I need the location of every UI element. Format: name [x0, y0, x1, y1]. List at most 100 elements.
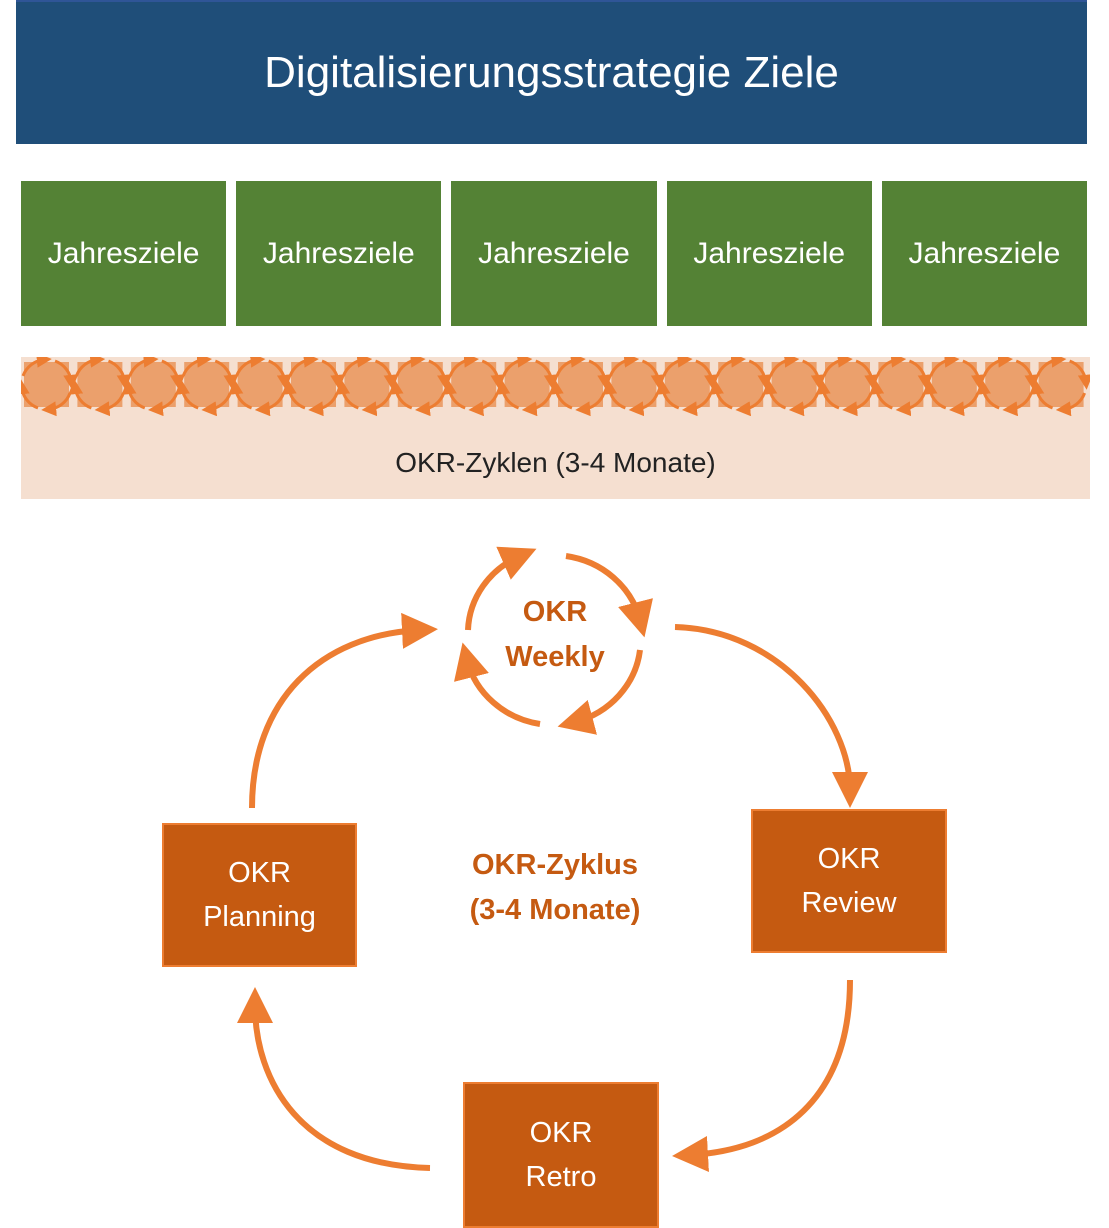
cycle-arrow: [655, 379, 680, 410]
cycle-arrow: [128, 357, 159, 377]
cycle-arrow: [922, 379, 947, 410]
cycle-arrow: [869, 379, 893, 410]
cycle-arrow: [575, 392, 606, 417]
cycle-arrow: [715, 357, 746, 377]
cycle-arrow: [361, 392, 392, 417]
cycle-arrow: [228, 379, 253, 410]
cycle-arrow: [201, 392, 232, 417]
cycle-square: [397, 362, 443, 407]
cycle-arrow: [254, 392, 286, 417]
strategy-banner: Digitalisierungsstrategie Ziele: [16, 0, 1087, 144]
cycle-square: [771, 362, 817, 407]
cycle-arrow: [895, 392, 926, 417]
annual-goal-5: Jahresziele: [881, 181, 1088, 326]
cycle-square: [237, 362, 283, 407]
cycle-arrow: [502, 357, 533, 377]
cycle-square: [825, 362, 870, 407]
cycle-arrow: [521, 392, 553, 417]
strategy-title: Digitalisierungsstrategie Ziele: [264, 48, 839, 97]
cycle-arrow: [555, 357, 586, 377]
review-line2: Review: [801, 887, 897, 919]
cycle-arrow: [74, 357, 106, 377]
planning-line1: OKR: [228, 857, 291, 889]
okr-cycles-band: OKR-Zyklen (3-4 Monate): [21, 357, 1090, 499]
cycle-square: [985, 362, 1031, 407]
cycle-square: [931, 362, 977, 407]
cycle-arrow: [548, 379, 573, 410]
weekly-line1: OKR: [522, 596, 588, 628]
cycle-loop-icon: [548, 357, 613, 417]
center-line1: OKR-Zyklus: [472, 849, 638, 881]
weekly-loop-icon: [454, 546, 653, 735]
cycle-arrow: [1036, 357, 1067, 377]
cycle-square: [77, 362, 123, 407]
cycle-square: [718, 362, 764, 407]
cycle-arrow: [735, 392, 766, 417]
cycle-arrow: [875, 357, 907, 377]
cycle-square: [130, 362, 176, 407]
annual-goals-row: Jahresziele Jahresziele Jahresziele Jahr…: [21, 181, 1088, 326]
cycle-square: [611, 362, 657, 407]
cycle-arrow: [335, 379, 359, 410]
arrow-review-to-retro: [672, 979, 853, 1172]
cycle-loop-icon: [21, 357, 79, 417]
cycle-square: [504, 362, 550, 407]
arrow-weekly-to-review: [674, 624, 868, 808]
annual-goal-2: Jahresziele: [236, 181, 442, 326]
cycle-arrow: [822, 357, 853, 377]
retro-line2: Retro: [525, 1161, 597, 1193]
okr-cycle-center-label: OKR-Zyklus (3-4 Monate): [420, 843, 690, 933]
cycle-arrow: [288, 357, 319, 377]
arrow-retro-to-planning: [237, 987, 431, 1171]
cycle-arrow: [21, 379, 39, 410]
cycle-arrow: [975, 379, 1000, 410]
cycle-loop-icon: [1029, 357, 1090, 417]
cycle-arrow: [708, 379, 733, 410]
cycle-arrow: [788, 392, 820, 417]
review-line1: OKR: [817, 843, 881, 875]
cycle-arrow: [1055, 392, 1086, 417]
cycle-arrow: [602, 379, 626, 410]
cycle-arrow: [235, 357, 266, 377]
cycle-arrow: [815, 379, 840, 410]
cycle-square: [291, 362, 336, 407]
cycle-arrow: [308, 392, 339, 417]
cycle-arrow: [949, 392, 980, 417]
cycle-arrow: [762, 379, 787, 410]
cycle-arrow: [21, 357, 52, 377]
cycle-loops: [21, 357, 1090, 417]
annual-goal-4: Jahresziele: [666, 181, 872, 326]
cycle-arrow: [929, 357, 960, 377]
arrow-planning-to-weekly: [249, 612, 438, 809]
weekly-line2: Weekly: [505, 641, 605, 673]
cycle-arrow: [682, 392, 713, 417]
cycle-arrow: [341, 357, 373, 377]
cycle-square: [451, 362, 497, 407]
cycle-square: [344, 362, 390, 407]
okr-retro-box: OKR Retro: [463, 1082, 659, 1228]
cycle-arrow: [148, 392, 179, 417]
retro-line1: OKR: [529, 1117, 593, 1149]
cycle-arrow: [628, 392, 659, 417]
cycle-arrow: [608, 357, 640, 377]
cycle-arrow: [448, 357, 479, 377]
cycle-square: [878, 362, 924, 407]
cycle-arrow: [1002, 392, 1033, 417]
annual-goal-3: Jahresziele: [451, 181, 657, 326]
cycle-arrow: [395, 357, 426, 377]
cycle-arrow: [495, 379, 520, 410]
cycle-arrow: [1069, 359, 1090, 390]
cycle-square: [184, 362, 230, 407]
cycle-arrow: [68, 379, 92, 410]
cycle-arrow: [662, 357, 693, 377]
okr-cycles-label: OKR-Zyklen (3-4 Monate): [395, 447, 716, 478]
cycle-loop-icon: [815, 357, 880, 417]
cycle-arrow: [415, 392, 446, 417]
cycle-arrow: [281, 379, 306, 410]
cycle-loop-icon: [708, 357, 773, 417]
cycle-arrow: [121, 379, 146, 410]
cycle-arrow: [94, 392, 125, 417]
cycle-square: [664, 362, 710, 407]
